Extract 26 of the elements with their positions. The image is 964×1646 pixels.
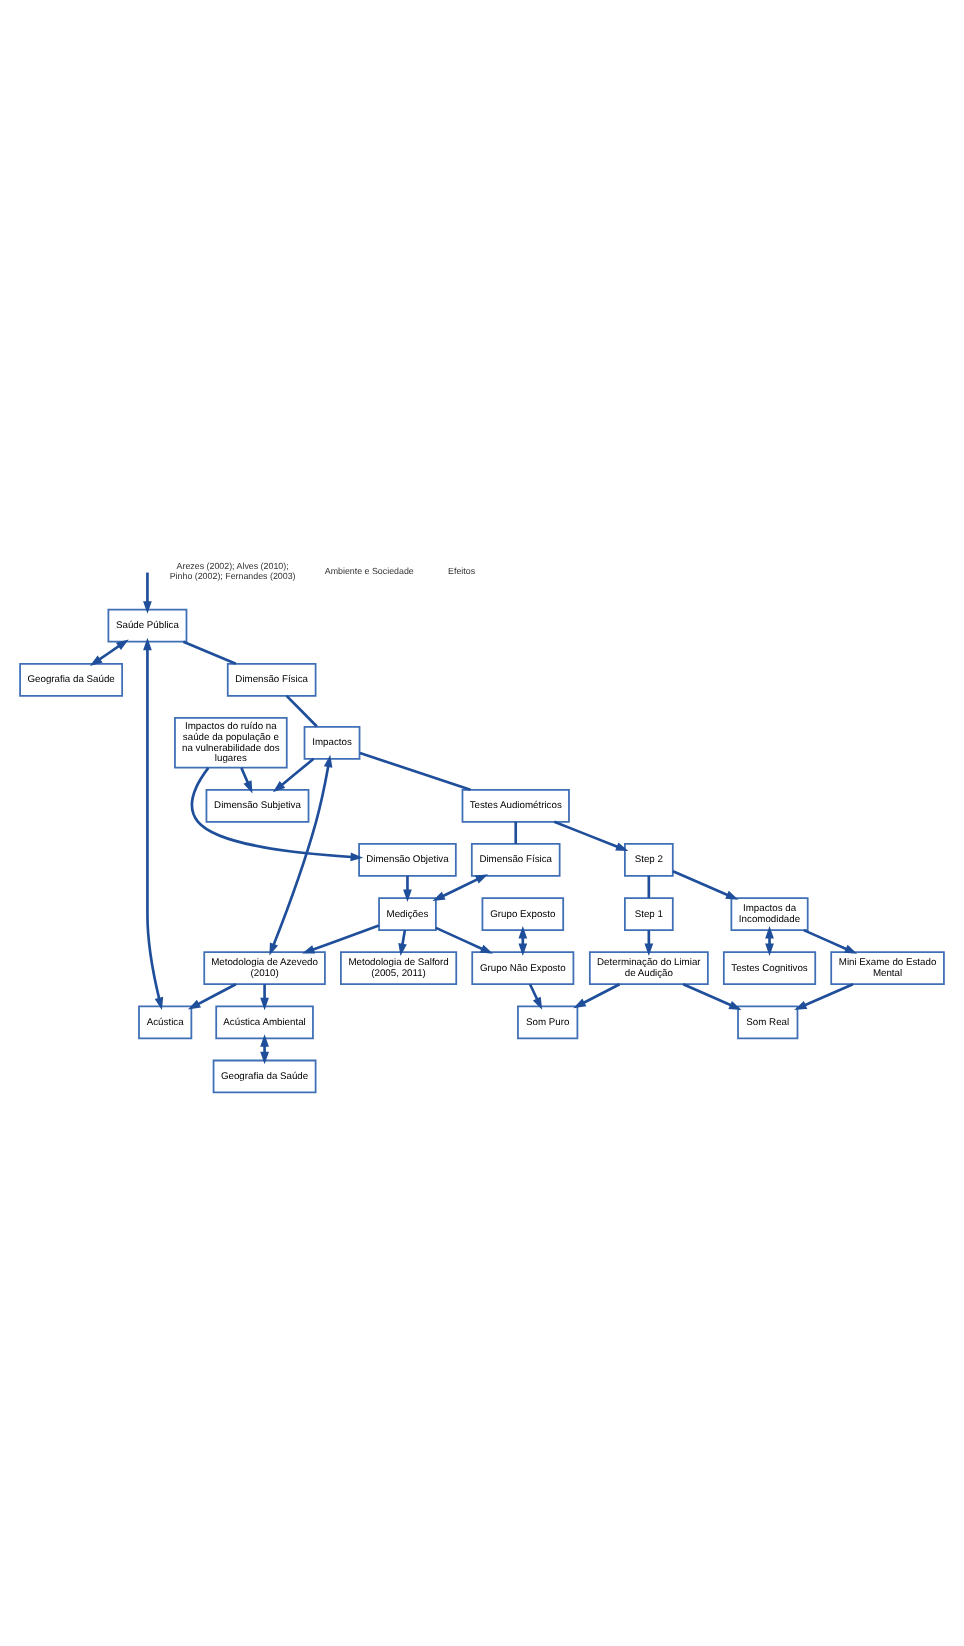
arrow	[187, 982, 237, 1009]
arrow	[803, 927, 858, 953]
arrow	[260, 983, 269, 1010]
arrow	[240, 766, 253, 793]
arrow	[272, 756, 315, 792]
arrow	[269, 753, 333, 955]
connector	[514, 820, 518, 843]
arrow	[682, 982, 742, 1009]
connector	[182, 639, 237, 664]
arrow	[89, 638, 129, 666]
arrow	[398, 928, 407, 955]
arrow	[435, 925, 493, 953]
arrow	[302, 923, 380, 953]
arrow	[528, 982, 543, 1009]
connector	[647, 875, 651, 897]
arrow	[672, 869, 739, 899]
arrow	[143, 636, 164, 1009]
arrow	[794, 982, 854, 1009]
connector	[285, 693, 318, 727]
arrow	[403, 875, 412, 901]
arrow	[143, 571, 152, 613]
arrow	[573, 982, 621, 1008]
arrow	[432, 873, 489, 901]
connector	[359, 750, 471, 791]
arrow	[553, 819, 629, 851]
arrow	[190, 766, 364, 861]
